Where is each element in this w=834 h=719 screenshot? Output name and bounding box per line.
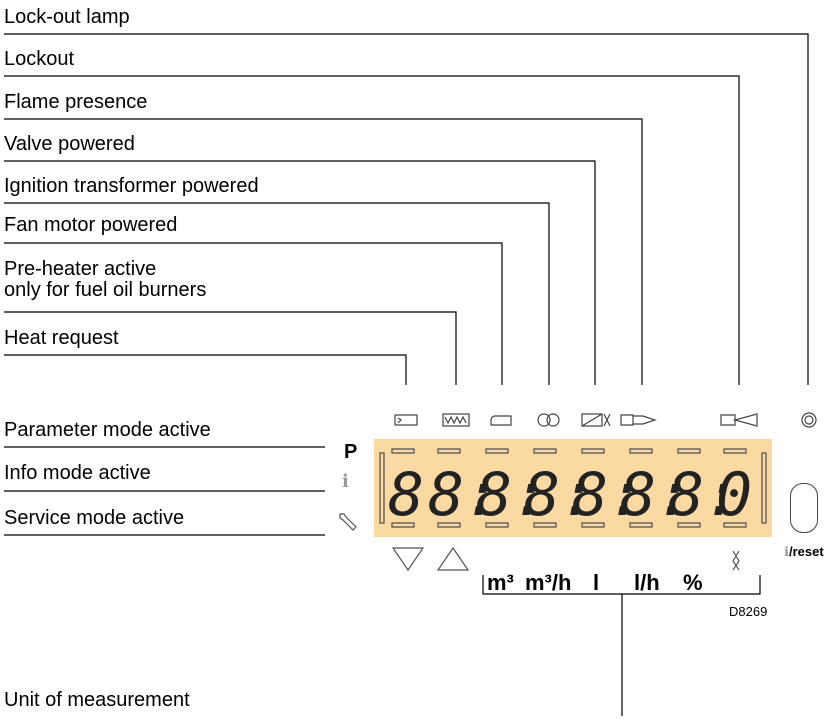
lcd-digit-2: 8:	[428, 460, 501, 530]
label-preheater: Pre-heater active	[4, 258, 157, 280]
lcd-digit-4: 8:	[524, 460, 597, 530]
label-lockout-lamp: Lock-out lamp	[4, 6, 130, 28]
lockout-icon	[720, 413, 758, 427]
lcd-digit-5: 8:	[572, 460, 645, 530]
label-lockout: Lockout	[4, 48, 75, 70]
ignition-transformer-icon	[537, 413, 560, 427]
label-fan-motor: Fan motor powered	[4, 214, 178, 236]
reset-button[interactable]	[790, 483, 818, 533]
unit-lh: l/h	[634, 570, 660, 595]
label-preheater-note: only for fuel oil burners	[4, 279, 207, 301]
unit-m3h: m³/h	[525, 570, 572, 595]
down-arrow-icon	[391, 547, 425, 572]
heater-coil-icon	[442, 413, 470, 427]
unit-m3: m³	[487, 570, 514, 595]
wrench-icon	[339, 513, 357, 531]
lcd-digit-7: 8:	[668, 460, 741, 530]
unit-l: l	[593, 570, 600, 595]
lcd-digit-8: 0	[716, 460, 753, 530]
label-ignition: Ignition transformer powered	[4, 175, 259, 197]
parameter-mode-indicator: P	[344, 441, 358, 463]
up-arrow-icon	[436, 546, 470, 571]
label-flame-presence: Flame presence	[4, 91, 148, 113]
lcd-digit-3: 8:	[476, 460, 549, 530]
lcd-display	[374, 439, 772, 537]
reset-label: /reset	[788, 544, 824, 559]
label-heat-request: Heat request	[4, 327, 119, 349]
lcd-digit-6: 8:	[620, 460, 693, 530]
label-info-mode: Info mode active	[4, 462, 151, 484]
thermostat-icon	[394, 414, 418, 426]
flame-unit-icon	[732, 550, 740, 571]
lamp-icon	[801, 412, 817, 428]
label-parameter-mode: Parameter mode active	[4, 419, 211, 441]
label-unit-measurement: Unit of measurement	[4, 689, 190, 711]
label-service-mode: Service mode active	[4, 507, 185, 529]
unit-percent: %	[683, 570, 703, 595]
label-valve-powered: Valve powered	[4, 133, 135, 155]
valve-icon	[581, 413, 611, 427]
info-icon: ℹ	[342, 471, 349, 492]
fan-motor-icon	[490, 415, 512, 426]
reset-label-group: ℹ/reset	[784, 544, 824, 560]
flame-sensor-icon	[620, 414, 657, 426]
lcd-segments	[379, 448, 767, 528]
info-small-icon: ℹ	[784, 545, 789, 560]
figure-code: D8269	[729, 604, 768, 619]
lcd-digit-1: 8	[388, 460, 425, 530]
